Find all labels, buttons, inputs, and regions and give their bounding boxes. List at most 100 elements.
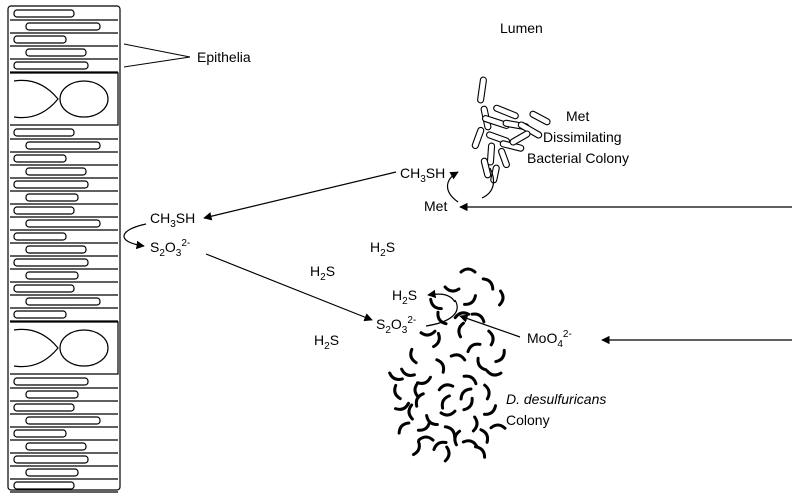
met-colony-label-line1: Met	[566, 108, 589, 124]
thiosulfate-diffusion-arrow	[205, 253, 373, 322]
vibrio-bacterium	[462, 374, 478, 386]
ch3sh-diffusion-arrow	[203, 171, 397, 221]
ch3sh-near-epithelia: CH3SH	[150, 210, 195, 230]
rod-bacterium	[509, 130, 531, 146]
vibrio-bacterium	[439, 409, 457, 417]
thiosulfate-near-colony: S2O32-	[376, 315, 416, 336]
rod-bacterium	[480, 157, 492, 179]
thiosulfate-reduction-curve	[425, 299, 458, 327]
vibrio-bacterium	[462, 396, 474, 412]
rod-bacterium	[486, 142, 496, 166]
met-substrate: Met	[424, 198, 447, 214]
h2s-label: H2S	[314, 332, 339, 352]
vibrio-bacterium	[482, 404, 498, 416]
d-desulfuricans-label: D. desulfuricans	[506, 391, 606, 407]
cell-nucleus	[25, 22, 101, 31]
goblet-cell-vacuole	[59, 329, 109, 367]
vibrio-bacterium	[432, 331, 441, 349]
vibrio-bacterium	[407, 403, 414, 421]
cell-nucleus	[25, 442, 87, 451]
cell-nucleus	[25, 297, 101, 306]
h2s-label: H2S	[310, 263, 335, 283]
cell-nucleus	[13, 310, 67, 319]
met-to-ch3sh-curve	[446, 171, 459, 203]
vibrio-bacterium	[443, 445, 451, 463]
cell-nucleus	[13, 481, 75, 490]
met-conversion-curve	[481, 167, 495, 199]
cell-nucleus	[13, 284, 75, 293]
cell-nucleus	[13, 429, 67, 438]
met-colony-label-line2: Dissimilating	[543, 129, 622, 145]
vibrio-bacterium	[436, 310, 448, 326]
ch3sh-to-thiosulfate-curve	[123, 223, 147, 250]
cell-nucleus	[13, 232, 67, 241]
cell-nucleus	[25, 416, 101, 425]
vibrio-bacterium	[483, 383, 491, 401]
vibrio-bacterium	[463, 294, 477, 306]
vibrio-bacterium	[417, 435, 435, 442]
vibrio-bacterium	[429, 297, 443, 311]
h2s-label: H2S	[370, 239, 395, 259]
vibrio-bacterium	[443, 285, 461, 293]
epithelial-cell-divider	[10, 321, 119, 375]
rod-bacterium	[477, 76, 487, 104]
met-dissimilating-bacterial-colony	[471, 76, 551, 184]
cell-nucleus	[25, 48, 87, 57]
vibrio-bacterium	[471, 415, 479, 433]
vibrio-bacterium	[416, 375, 432, 385]
vibrio-bacterium	[409, 347, 418, 365]
ch3sh-near-colony: CH3SH	[400, 165, 445, 185]
cell-nucleus	[13, 455, 89, 464]
vibrio-bacterium	[411, 439, 421, 457]
vibrio-bacterium	[476, 356, 488, 372]
cell-nucleus	[25, 219, 101, 228]
vibrio-bacterium	[498, 289, 505, 307]
cell-nucleus	[13, 403, 75, 412]
cell-nucleus	[13, 377, 89, 386]
vibrio-bacterium	[459, 387, 473, 401]
vibrio-bacterium	[489, 423, 507, 430]
vibrio-bacterium	[481, 277, 495, 291]
vibrio-bacterium	[394, 401, 410, 411]
molybdate-inhibition-arrow	[459, 314, 521, 338]
vibrio-bacterium	[388, 371, 404, 382]
vibrio-bacterium	[435, 358, 446, 374]
vibrio-bacterium	[437, 383, 455, 392]
vibrio-bacterium	[397, 421, 411, 435]
vibrio-bacterium	[459, 267, 477, 274]
cell-nucleus	[25, 468, 79, 477]
cell-nucleus	[25, 193, 79, 202]
rod-bacterium	[490, 164, 500, 184]
cell-nucleus	[25, 390, 79, 399]
vibrio-bacterium	[425, 414, 439, 426]
epithelia-callout-lines	[123, 43, 191, 68]
thiosulfate-near-epithelia: S2O32-	[150, 238, 190, 259]
vibrio-bacterium	[479, 428, 490, 444]
goblet-cell-outline	[13, 328, 59, 368]
vibrio-bacterium	[416, 420, 432, 432]
rod-bacterium	[498, 147, 510, 169]
cell-nucleus	[13, 9, 75, 18]
vibrio-bacterium	[393, 383, 402, 401]
epithelia-label: Epithelia	[197, 49, 251, 65]
goblet-cell-outline	[13, 79, 59, 119]
cell-nucleus	[25, 245, 87, 254]
vibrio-bacterium	[449, 353, 467, 362]
vibrio-bacterium	[457, 321, 465, 339]
vibrio-bacterium	[419, 329, 437, 337]
epithelial-cell-divider	[10, 72, 119, 126]
rod-bacterium	[493, 104, 519, 120]
h2s-product: H2S	[392, 287, 417, 307]
vibrio-bacterium	[487, 329, 495, 347]
cell-nucleus	[25, 167, 87, 176]
goblet-cell-vacuole	[59, 80, 109, 118]
cell-nucleus	[13, 128, 75, 137]
vibrio-bacterium	[494, 348, 506, 364]
cell-nucleus	[13, 35, 67, 44]
vibrio-bacterium	[400, 367, 416, 377]
d-desulfuricans-colony-label: Colony	[506, 412, 550, 428]
cell-nucleus	[13, 61, 89, 70]
vibrio-bacterium	[485, 369, 503, 377]
cell-nucleus	[13, 258, 89, 267]
